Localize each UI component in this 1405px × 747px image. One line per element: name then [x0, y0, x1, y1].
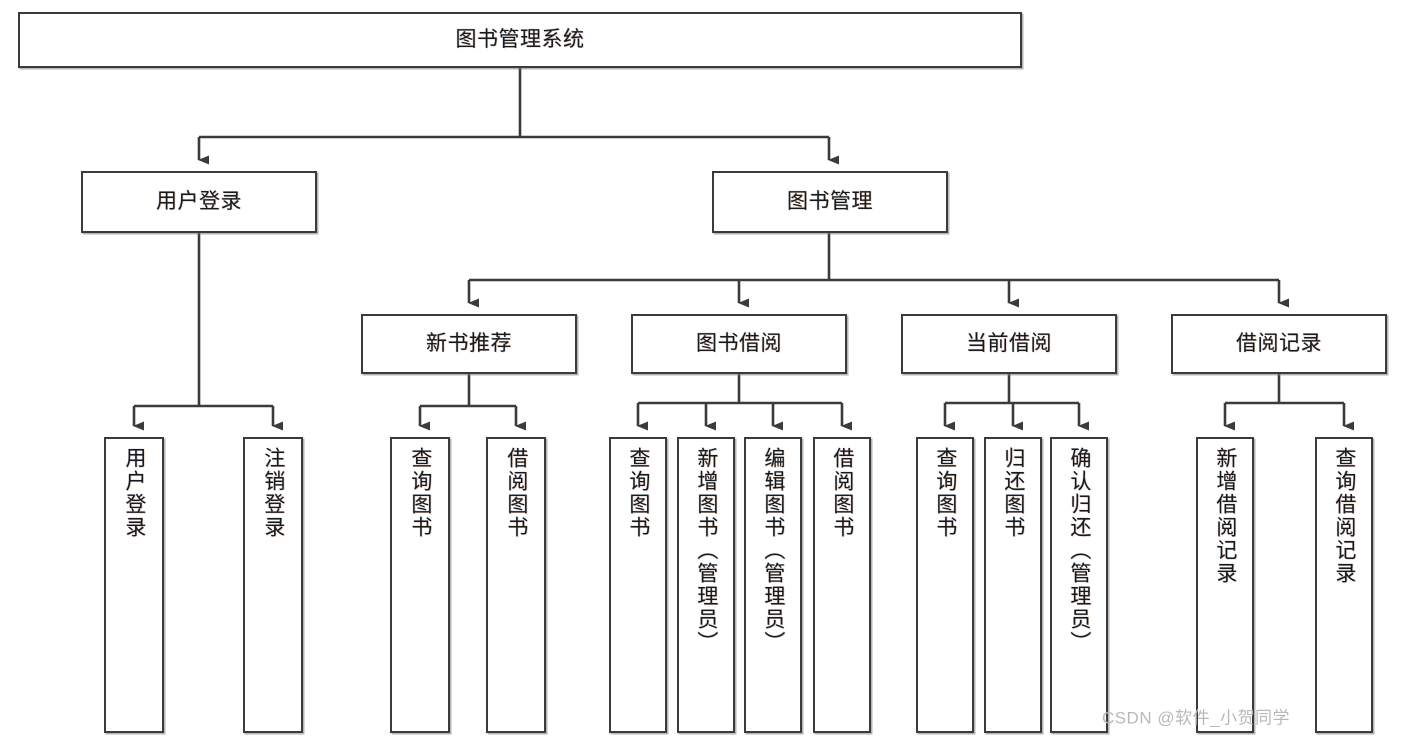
node-current-borrow-label: 当前借阅	[966, 331, 1052, 355]
node-leaf-logout-login[interactable]: 注销登录	[243, 437, 303, 733]
node-leaf-query-book-current-label: 查询图书	[933, 447, 957, 539]
node-root[interactable]: 图书管理系统	[18, 12, 1022, 68]
node-leaf-confirm-return-admin[interactable]: 确认归还（管理员）	[1050, 437, 1108, 733]
node-leaf-query-book-recommend-label: 查询图书	[408, 447, 432, 539]
node-user-login-label: 用户登录	[156, 189, 242, 213]
node-leaf-query-book-borrow[interactable]: 查询图书	[609, 437, 667, 733]
node-leaf-edit-book-admin-label: 编辑图书（管理员）	[761, 447, 785, 654]
node-book-borrow[interactable]: 图书借阅	[631, 314, 847, 374]
node-leaf-user-login-label: 用户登录	[122, 447, 146, 539]
node-new-book-recommend[interactable]: 新书推荐	[361, 314, 577, 374]
node-leaf-add-borrow-record[interactable]: 新增借阅记录	[1196, 437, 1254, 733]
node-leaf-query-book-recommend[interactable]: 查询图书	[390, 437, 450, 733]
node-borrow-record-label: 借阅记录	[1236, 331, 1322, 355]
node-leaf-borrow-book-recommend-label: 借阅图书	[504, 447, 528, 539]
node-leaf-return-book-label: 归还图书	[1001, 447, 1025, 539]
node-leaf-borrow-book[interactable]: 借阅图书	[813, 437, 871, 733]
node-leaf-query-borrow-record[interactable]: 查询借阅记录	[1315, 437, 1373, 733]
node-leaf-add-book-admin-label: 新增图书（管理员）	[694, 447, 718, 654]
node-leaf-query-book-borrow-label: 查询图书	[626, 447, 650, 539]
node-leaf-confirm-return-admin-label: 确认归还（管理员）	[1067, 447, 1091, 654]
node-borrow-record[interactable]: 借阅记录	[1171, 314, 1387, 374]
node-book-borrow-label: 图书借阅	[696, 331, 782, 355]
node-book-management[interactable]: 图书管理	[712, 171, 948, 233]
node-new-book-recommend-label: 新书推荐	[426, 331, 512, 355]
node-leaf-edit-book-admin[interactable]: 编辑图书（管理员）	[744, 437, 802, 733]
node-leaf-borrow-book-label: 借阅图书	[830, 447, 854, 539]
node-leaf-query-book-current[interactable]: 查询图书	[916, 437, 974, 733]
node-leaf-add-borrow-record-label: 新增借阅记录	[1213, 447, 1237, 585]
node-leaf-query-borrow-record-label: 查询借阅记录	[1332, 447, 1356, 585]
node-leaf-user-login[interactable]: 用户登录	[104, 437, 164, 733]
node-user-login[interactable]: 用户登录	[81, 171, 317, 233]
node-book-management-label: 图书管理	[787, 189, 873, 213]
node-root-label: 图书管理系统	[455, 27, 585, 51]
node-leaf-return-book[interactable]: 归还图书	[984, 437, 1042, 733]
node-leaf-logout-login-label: 注销登录	[261, 447, 285, 539]
node-leaf-borrow-book-recommend[interactable]: 借阅图书	[486, 437, 546, 733]
csdn-watermark: CSDN @软件_小贺同学	[1101, 708, 1291, 728]
node-leaf-add-book-admin[interactable]: 新增图书（管理员）	[677, 437, 735, 733]
node-current-borrow[interactable]: 当前借阅	[901, 314, 1117, 374]
